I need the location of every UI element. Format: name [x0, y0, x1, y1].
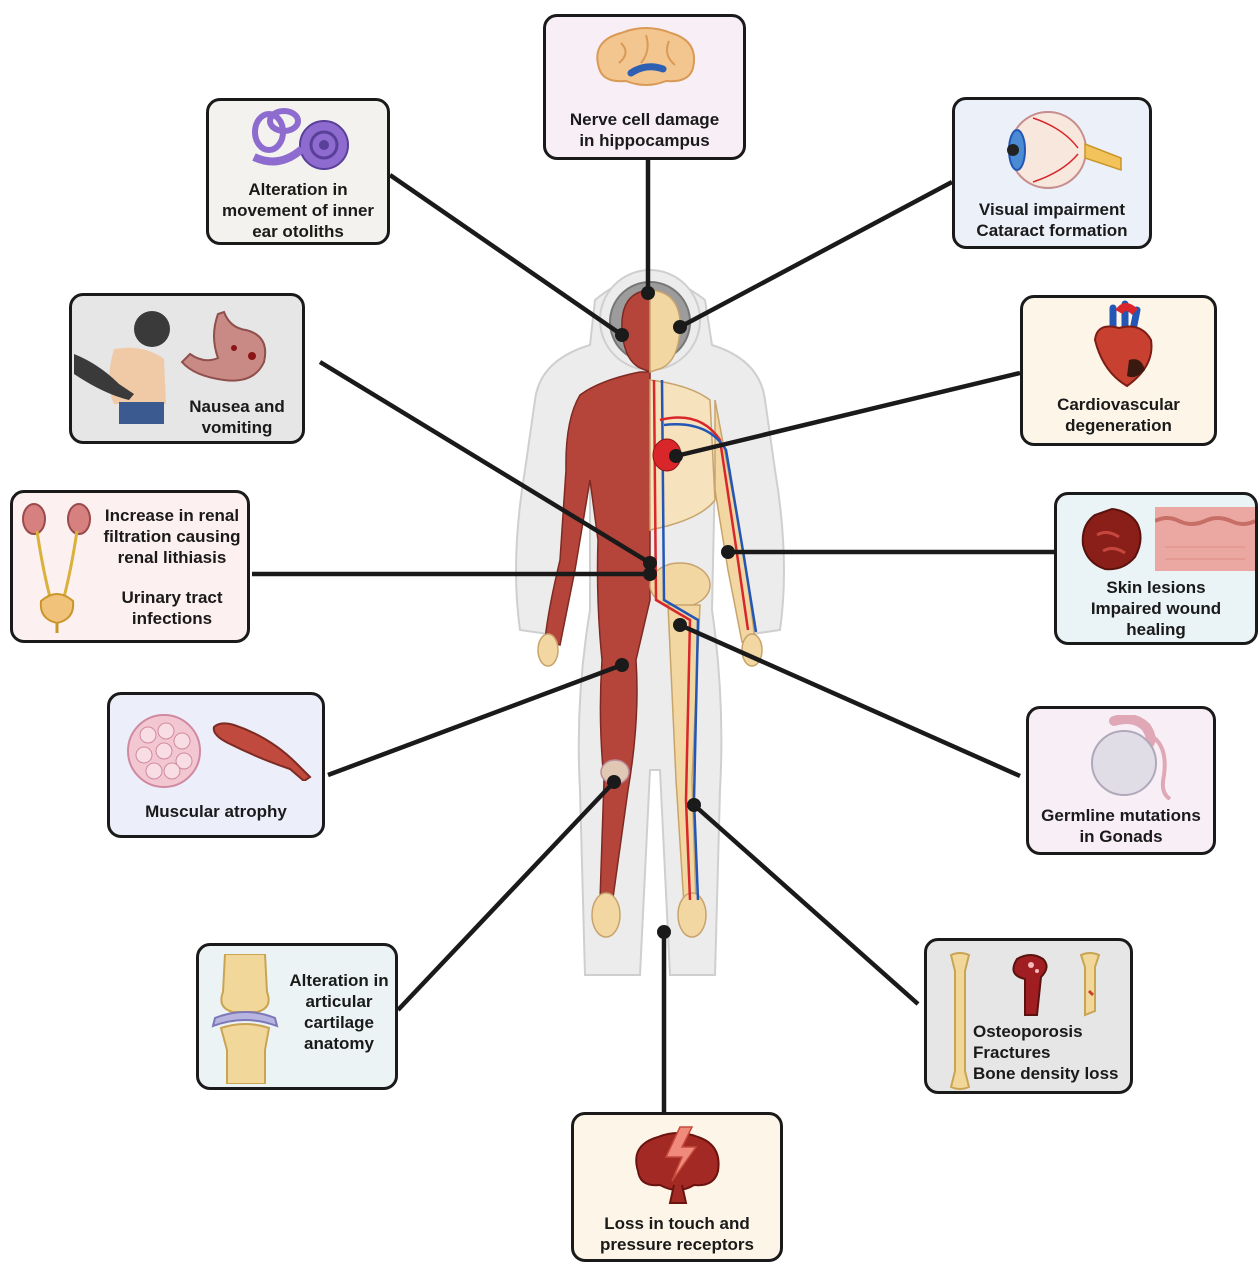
stomach-icon: [174, 306, 274, 386]
vision-label: Visual impairment Cataract formation: [955, 199, 1149, 241]
callout-cartilage: Alteration in articular cartilage anatom…: [196, 943, 398, 1090]
nausea-label: Nausea and vomiting: [172, 396, 302, 438]
callout-muscle: Muscular atrophy: [107, 692, 325, 838]
osteoporotic-femur-icon: [997, 949, 1057, 1019]
muscle-fiber-cross-section-icon: [124, 713, 204, 789]
muscle-label: Muscular atrophy: [110, 801, 322, 822]
skin-lesion-icon: [1077, 505, 1147, 575]
brain-icon: [591, 23, 701, 95]
urinary-tract-label: Urinary tract infections: [97, 587, 247, 629]
hippocampus-label: Nerve cell damage in hippocampus: [546, 109, 743, 151]
testis-icon: [1084, 715, 1174, 800]
callout-renal: Increase in renal filtration causing ren…: [10, 490, 250, 643]
skin-tissue-icon: [1155, 507, 1255, 571]
callout-touch: Loss in touch and pressure receptors: [571, 1112, 783, 1262]
callout-bone: Osteoporosis Fractures Bone density loss: [924, 938, 1133, 1094]
callout-nausea: Nausea and vomiting: [69, 293, 305, 444]
cardiovascular-label: Cardiovascular degeneration: [1023, 394, 1214, 436]
cartilage-label: Alteration in articular cartilage anatom…: [283, 970, 395, 1054]
heart-icon: [1083, 300, 1163, 390]
callout-cardiovascular: Cardiovascular degeneration: [1020, 295, 1217, 446]
urinary-system-icon: [17, 501, 97, 636]
touch-label: Loss in touch and pressure receptors: [574, 1213, 780, 1255]
callout-hippocampus: Nerve cell damage in hippocampus: [543, 14, 746, 160]
gonads-label: Germline mutations in Gonads: [1029, 805, 1213, 847]
brain-lightning-icon: [630, 1125, 726, 1205]
renal-label: Increase in renal filtration causing ren…: [97, 505, 247, 568]
inner-ear-icon: [244, 107, 359, 177]
callout-skin: Skin lesions Impaired wound healing: [1054, 492, 1258, 645]
callout-inner-ear: Alteration in movement of inner ear otol…: [206, 98, 390, 245]
eye-icon: [1003, 108, 1123, 193]
long-bone-icon: [945, 951, 975, 1091]
callout-vision: Visual impairment Cataract formation: [952, 97, 1152, 249]
muscle-icon: [210, 719, 314, 781]
fractured-bone-icon: [1075, 951, 1105, 1021]
inner-ear-label: Alteration in movement of inner ear otol…: [209, 179, 387, 242]
callout-gonads: Germline mutations in Gonads: [1026, 706, 1216, 855]
bone-label: Osteoporosis Fractures Bone density loss: [973, 1021, 1133, 1084]
knee-joint-icon: [207, 954, 283, 1084]
person-stomach-ache-icon: [74, 304, 174, 424]
skin-label: Skin lesions Impaired wound healing: [1057, 577, 1255, 640]
